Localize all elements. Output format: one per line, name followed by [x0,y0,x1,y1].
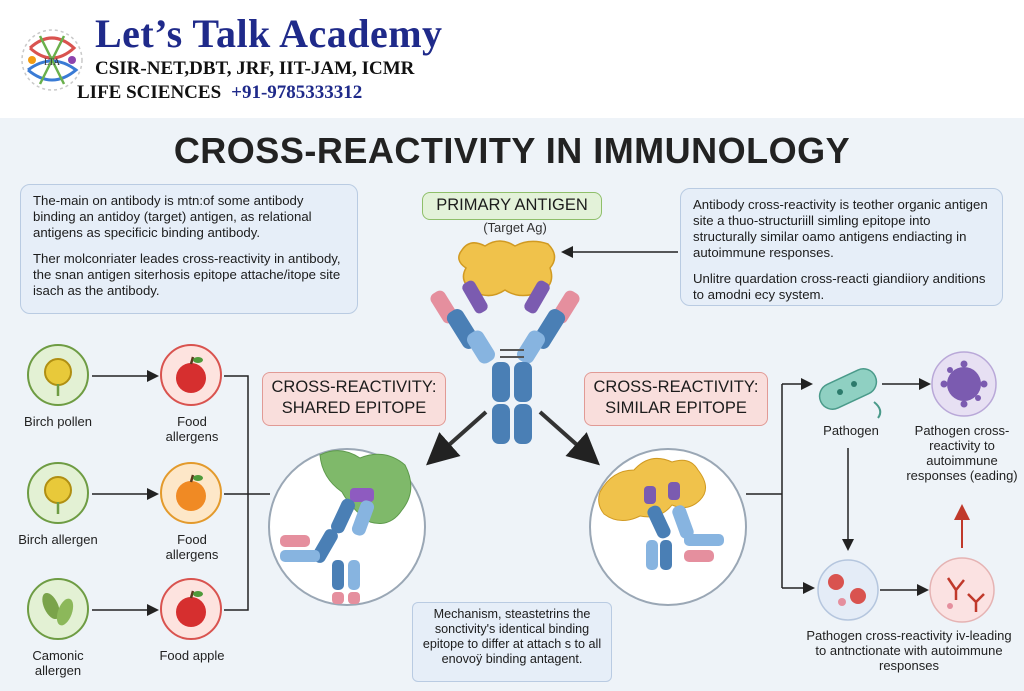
pathogen-cells-icon [817,559,879,621]
arrow-icon [538,410,600,466]
left-info-paragraph-2: Ther molconriater leades cross-reactivit… [33,251,341,298]
pathogen-bottom-note: Pathogen cross-reactivity iv-leading to … [806,628,1012,673]
apple-icon [176,590,206,627]
left-source-label-1: Birch pollen [24,414,92,429]
target-antigen-note: (Target Ag) [483,220,547,235]
brand-contact: LIFE SCIENCES +91-9785333312 [77,82,362,104]
apple-icon [176,356,206,393]
logo-text: LTA [44,57,60,67]
left-target-label-1: Food allergens [165,414,219,444]
dna-logo-icon: LTA [21,29,83,91]
autoimmune-note: Pathogen cross-reactivity to autoimmune … [906,423,1018,483]
brand-title: Let’s Talk Academy [95,11,443,56]
right-info-paragraph-2: Unlitre quardation cross-reacti giandiio… [693,271,986,302]
brand-phone: +91-9785333312 [231,82,363,103]
right-info-box: Antibody cross-reactivity is teother org… [680,188,1003,306]
pollen-icon [44,358,72,396]
orange-icon [176,474,206,511]
food-allergen-circle-1 [160,344,222,406]
mechanism-box: Mechanism, steastetrins the sonctivity's… [412,602,612,682]
left-target-label-2: Food allergens [165,532,219,562]
primary-antigen-label: PRIMARY ANTIGEN [422,192,602,220]
arrow-icon [426,410,488,466]
bacterium-icon [818,368,882,419]
primary-antibody-icon [430,240,580,444]
pathogen-label: Pathogen [823,423,879,438]
bracket-line [224,375,249,611]
left-info-box: The-main on antibody is mtn:of some anti… [20,184,358,314]
left-target-label-3: Food apple [159,648,225,663]
header: LTA Let’s Talk Academy CSIR-NET,DBT, JRF… [0,0,1024,118]
birch-pollen-circle [27,344,89,406]
brand-subtitle: CSIR-NET,DBT, JRF, IIT-JAM, ICMR [95,58,415,79]
birch-allergen-circle [27,462,89,524]
shared-epitope-circle [268,448,426,606]
left-source-label-2: Birch allergen [18,532,98,547]
camonic-allergen-circle [27,578,89,640]
left-info-paragraph-1: The-main on antibody is mtn:of some anti… [33,193,312,240]
autoimmune-cells-icon [929,557,995,623]
shared-epitope-label: CROSS-REACTIVITY: SHARED EPITOPE [262,372,446,426]
left-arrows [92,370,270,616]
left-source-label-3: Camonic allergen [32,648,84,678]
brand-field: LIFE SCIENCES [77,82,222,103]
page-title: CROSS-REACTIVITY IN IMMUNOLOGY [173,130,851,171]
similar-epitope-circle [589,448,747,606]
food-apple-circle [160,578,222,640]
right-info-paragraph-1: Antibody cross-reactivity is teother org… [693,197,988,260]
similar-epitope-label: CROSS-REACTIVITY: SIMILAR EPITOPE [584,372,768,426]
leaf-icon [42,592,74,626]
food-allergen-circle-2 [160,462,222,524]
pollen-icon [44,476,72,514]
antigen-icon [458,240,556,297]
virus-icon [931,351,997,417]
